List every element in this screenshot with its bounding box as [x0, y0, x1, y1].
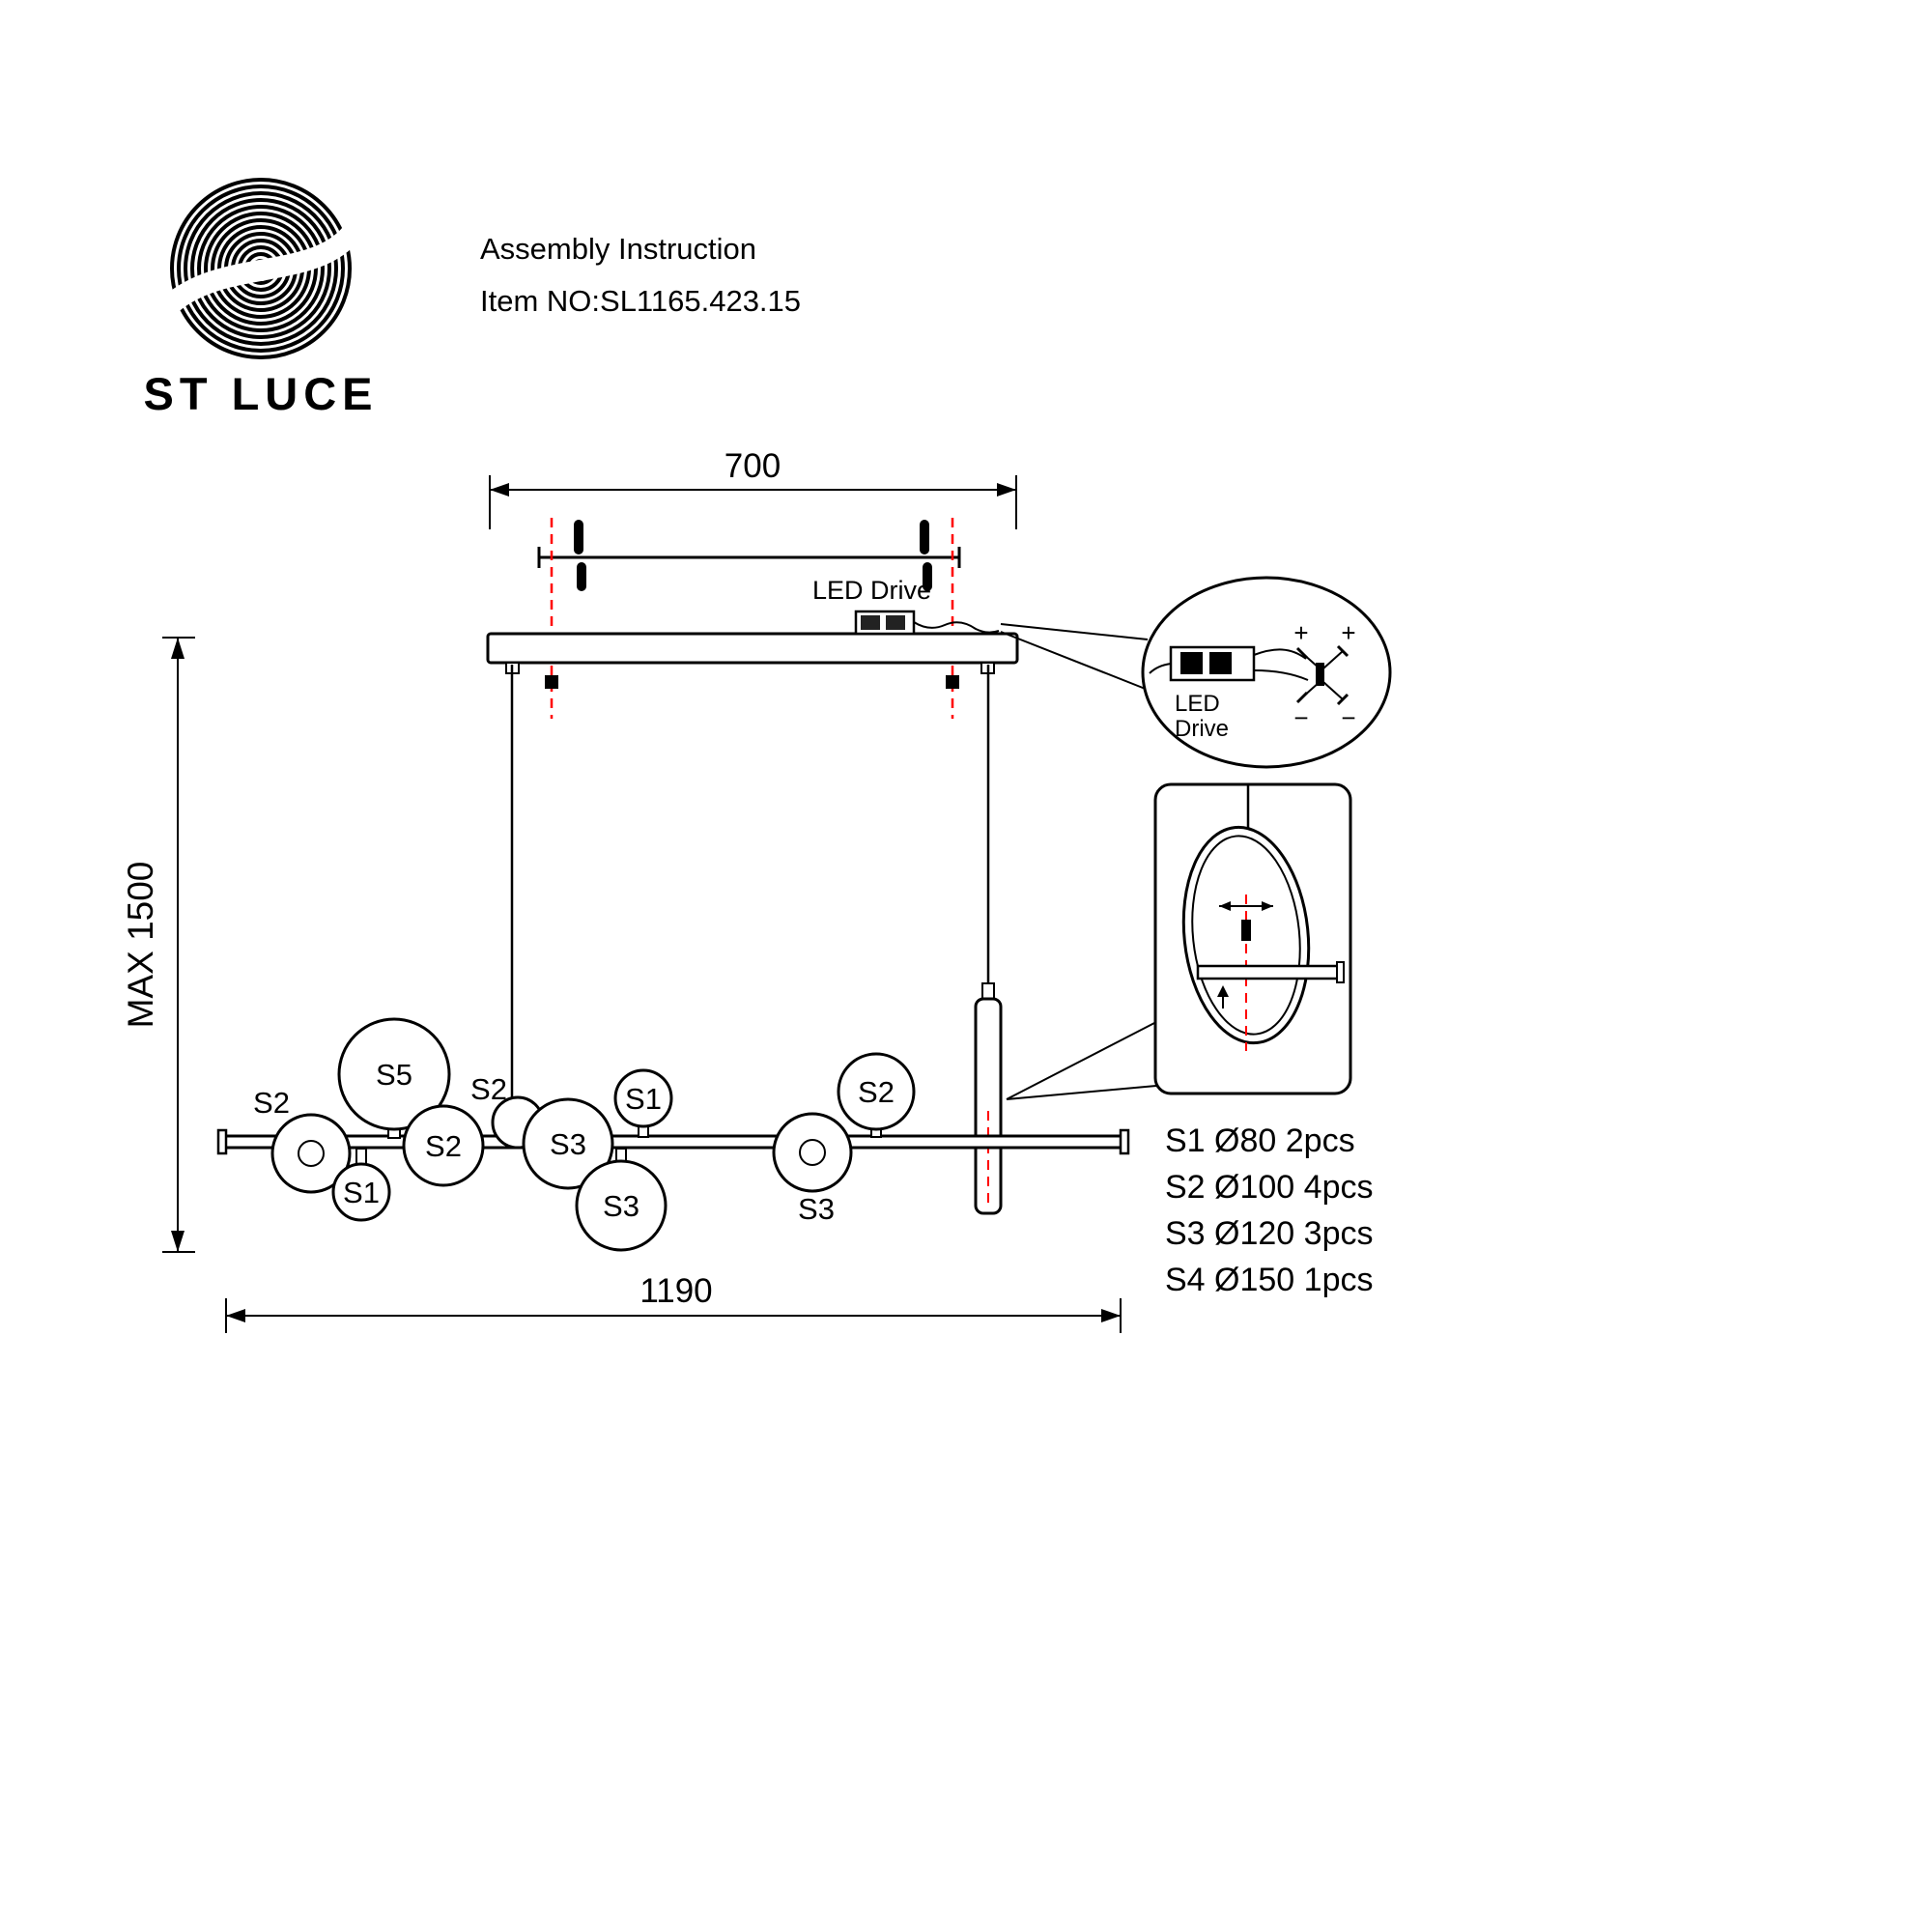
ball-s2-d: [837, 1052, 916, 1131]
ball-s5: [337, 1017, 451, 1131]
canopy-width-value: 700: [724, 447, 781, 485]
ceiling-bracket: [537, 520, 961, 591]
parts-list-item-s1: S1 Ø80 2pcs: [1165, 1122, 1355, 1159]
ball-label-s5: S5: [376, 1058, 412, 1092]
ball-label-s3-c: S3: [798, 1192, 835, 1226]
parts-list-item-s3: S3 Ø120 3pcs: [1165, 1215, 1373, 1252]
suspension-wires: [510, 665, 990, 1138]
ball-label-s3-b: S3: [603, 1189, 639, 1223]
fixture-length-value: 1190: [639, 1272, 712, 1310]
ball-s3-a: [522, 1097, 614, 1190]
terminal-plus-a: +: [1293, 618, 1308, 647]
ball-s3-c: [772, 1112, 853, 1193]
ball-label-s2-d: S2: [858, 1075, 895, 1109]
logo-rings-icon: [161, 178, 366, 359]
glass-balls: S2 S5 S1 S2 S2 S3 S3 S1 S3 S2: [253, 1017, 916, 1252]
ball-label-s2-c: S2: [470, 1072, 507, 1106]
brand-text: ST LUCE: [143, 368, 378, 419]
led-drive-callout-label: LED Drive: [812, 576, 931, 605]
max-height-dimension: MAX 1500: [121, 637, 195, 1253]
item-number: Item NO:SL1165.423.15: [480, 284, 801, 318]
pendant-rod: [974, 982, 1003, 1215]
canopy-width-dimension: 700: [489, 447, 1017, 529]
terminal-minus-b: −: [1341, 703, 1355, 732]
led-detail-label-line1: LED: [1175, 691, 1220, 717]
logo-swoosh: [161, 217, 366, 314]
fixture-length-dimension: 1190: [225, 1272, 1122, 1333]
led-detail-label-line2: Drive: [1175, 716, 1229, 742]
mount-clip-right-icon: [920, 520, 929, 554]
bar-endcap-left: [216, 1128, 228, 1155]
ball-label-s1-b: S1: [625, 1082, 662, 1116]
ball-label-s2-b: S2: [425, 1129, 462, 1163]
led-drive-detail-bubble: + + − − LED Drive: [1141, 576, 1392, 769]
ball-s3-b: [575, 1159, 668, 1252]
ball-label-s3-a: S3: [550, 1127, 586, 1161]
ball-s1-a: [331, 1162, 391, 1222]
ball-s1-b: [613, 1068, 673, 1128]
ring-outer: [1181, 825, 1311, 1045]
ball-s2-a: [270, 1113, 352, 1194]
ring-connector-icon: [1241, 920, 1251, 941]
max-height-value: MAX 1500: [121, 862, 160, 1029]
parts-list: S1 Ø80 2pcs S2 Ø100 4pcs S3 Ø120 3pcs S4…: [1165, 1122, 1373, 1298]
panel-leader-lines: [1006, 1021, 1157, 1100]
ring-detail-panel: [1153, 782, 1352, 1095]
page-title: Assembly Instruction: [480, 232, 756, 266]
terminal-plus-b: +: [1341, 618, 1355, 647]
canopy-bar: [486, 632, 1019, 674]
ball-label-s2-a: S2: [253, 1086, 290, 1120]
ring-inner: [1191, 835, 1301, 1036]
mount-clip-left-icon: [574, 520, 583, 554]
led-driver-on-canopy: LED Drive: [812, 576, 1000, 636]
driver-wire: [913, 621, 1000, 634]
alignment-guides: [545, 518, 959, 719]
parts-list-item-s4: S4 Ø150 1pcs: [1165, 1262, 1373, 1298]
brand-logo: ST LUCE: [143, 178, 378, 419]
bar-endcap-right: [1119, 1128, 1130, 1155]
parts-list-item-s2: S2 Ø100 4pcs: [1165, 1169, 1373, 1206]
ball-label-s1-a: S1: [343, 1176, 380, 1209]
ball-s2-b: [402, 1104, 485, 1187]
terminal-minus-a: −: [1293, 703, 1308, 732]
bubble-leader-lines: [1000, 623, 1149, 691]
ring-bar: [1196, 964, 1343, 980]
connector-pin-icon: [1316, 663, 1324, 686]
